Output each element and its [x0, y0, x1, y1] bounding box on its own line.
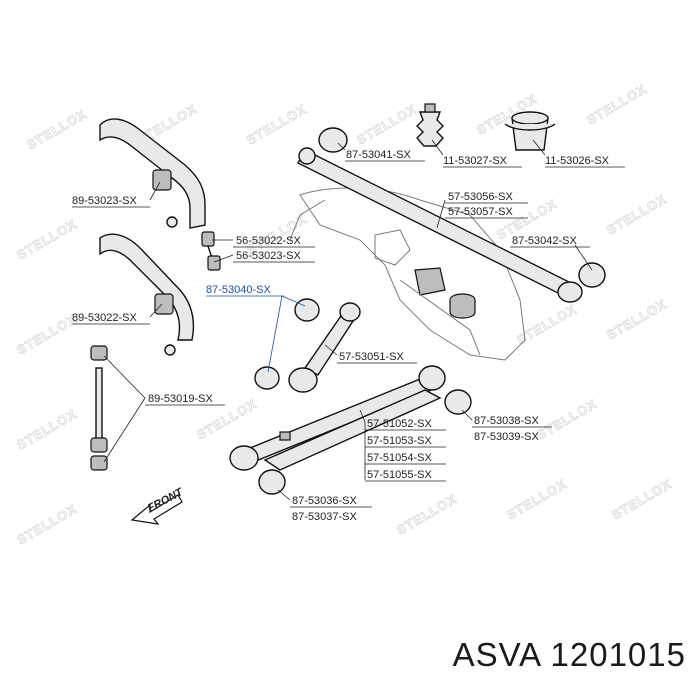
part-label[interactable]: 57-51054-SX	[367, 452, 432, 464]
frame-outline	[289, 187, 526, 361]
part-label[interactable]: 57-53056-SX	[448, 191, 513, 203]
watermark-text: STELLOX	[604, 191, 669, 237]
watermark-text: STELLOX	[14, 501, 79, 547]
part-label[interactable]: 87-53037-SX	[292, 511, 357, 523]
bushing-89-53023	[152, 169, 172, 191]
watermark-text: STELLOX	[394, 491, 459, 537]
watermark-text: STELLOX	[584, 81, 649, 127]
bushing-89-53022	[154, 293, 174, 315]
part-label-highlight[interactable]: 87-53040-SX	[206, 284, 271, 296]
bushing-87-53041	[318, 127, 348, 153]
part-label[interactable]: 56-53022-SX	[236, 235, 301, 247]
watermark-text: STELLOX	[609, 476, 674, 522]
footer-caption: ASVA 1201015	[453, 636, 686, 674]
brand-name: ASVA	[452, 636, 541, 673]
part-label[interactable]: 87-53038-SX	[474, 415, 539, 427]
watermark-text: STELLOX	[504, 476, 569, 522]
part-labels: 89-53023-SX 89-53022-SX 89-53019-SX 56-5…	[72, 149, 625, 523]
part-label[interactable]: 57-53057-SX	[448, 206, 513, 218]
stabilizer-link	[201, 231, 221, 271]
watermark-text: STELLOX	[354, 101, 419, 147]
part-label[interactable]: 57-53051-SX	[339, 351, 404, 363]
bump-stop-11-53027	[416, 103, 444, 147]
watermark-text: STELLOX	[14, 406, 79, 452]
leader-lines	[103, 139, 593, 501]
watermark-text: STELLOX	[24, 106, 89, 152]
part-label[interactable]: 11-53026-SX	[545, 155, 610, 167]
upper-control-rod	[297, 127, 606, 303]
lateral-arm-57-53051	[288, 302, 361, 393]
part-label[interactable]: 87-53039-SX	[474, 431, 539, 443]
part-label[interactable]: 89-53022-SX	[72, 312, 137, 324]
part-number: 1201015	[550, 636, 686, 673]
bushing-87-53036	[258, 469, 286, 495]
bushing-87-53038	[444, 389, 472, 415]
part-label[interactable]: 57-51052-SX	[367, 418, 432, 430]
part-label[interactable]: 57-51055-SX	[367, 469, 432, 481]
part-label[interactable]: 56-53023-SX	[236, 250, 301, 262]
watermark-text: STELLOX	[14, 311, 79, 357]
part-label[interactable]: 57-51053-SX	[367, 435, 432, 447]
watermark-text: STELLOX	[244, 101, 309, 147]
part-label[interactable]: 11-53027-SX	[443, 155, 508, 167]
stabilizer-bar	[99, 118, 206, 356]
part-label[interactable]: 87-53042-SX	[512, 235, 577, 247]
part-label[interactable]: 89-53023-SX	[72, 195, 137, 207]
lower-control-arm	[229, 365, 472, 495]
part-label[interactable]: 89-53019-SX	[148, 393, 213, 405]
watermark-text: STELLOX	[534, 396, 599, 442]
bushing-87-53042	[578, 262, 606, 288]
watermark-text: STELLOX	[14, 216, 79, 262]
stabilizer-end-link	[90, 345, 108, 471]
watermark-text: STELLOX	[604, 296, 669, 342]
part-label[interactable]: 87-53041-SX	[346, 149, 411, 161]
front-direction-arrow: FRONT	[130, 486, 186, 525]
bump-stop-11-53026	[504, 111, 556, 151]
part-label[interactable]: 87-53036-SX	[292, 495, 357, 507]
